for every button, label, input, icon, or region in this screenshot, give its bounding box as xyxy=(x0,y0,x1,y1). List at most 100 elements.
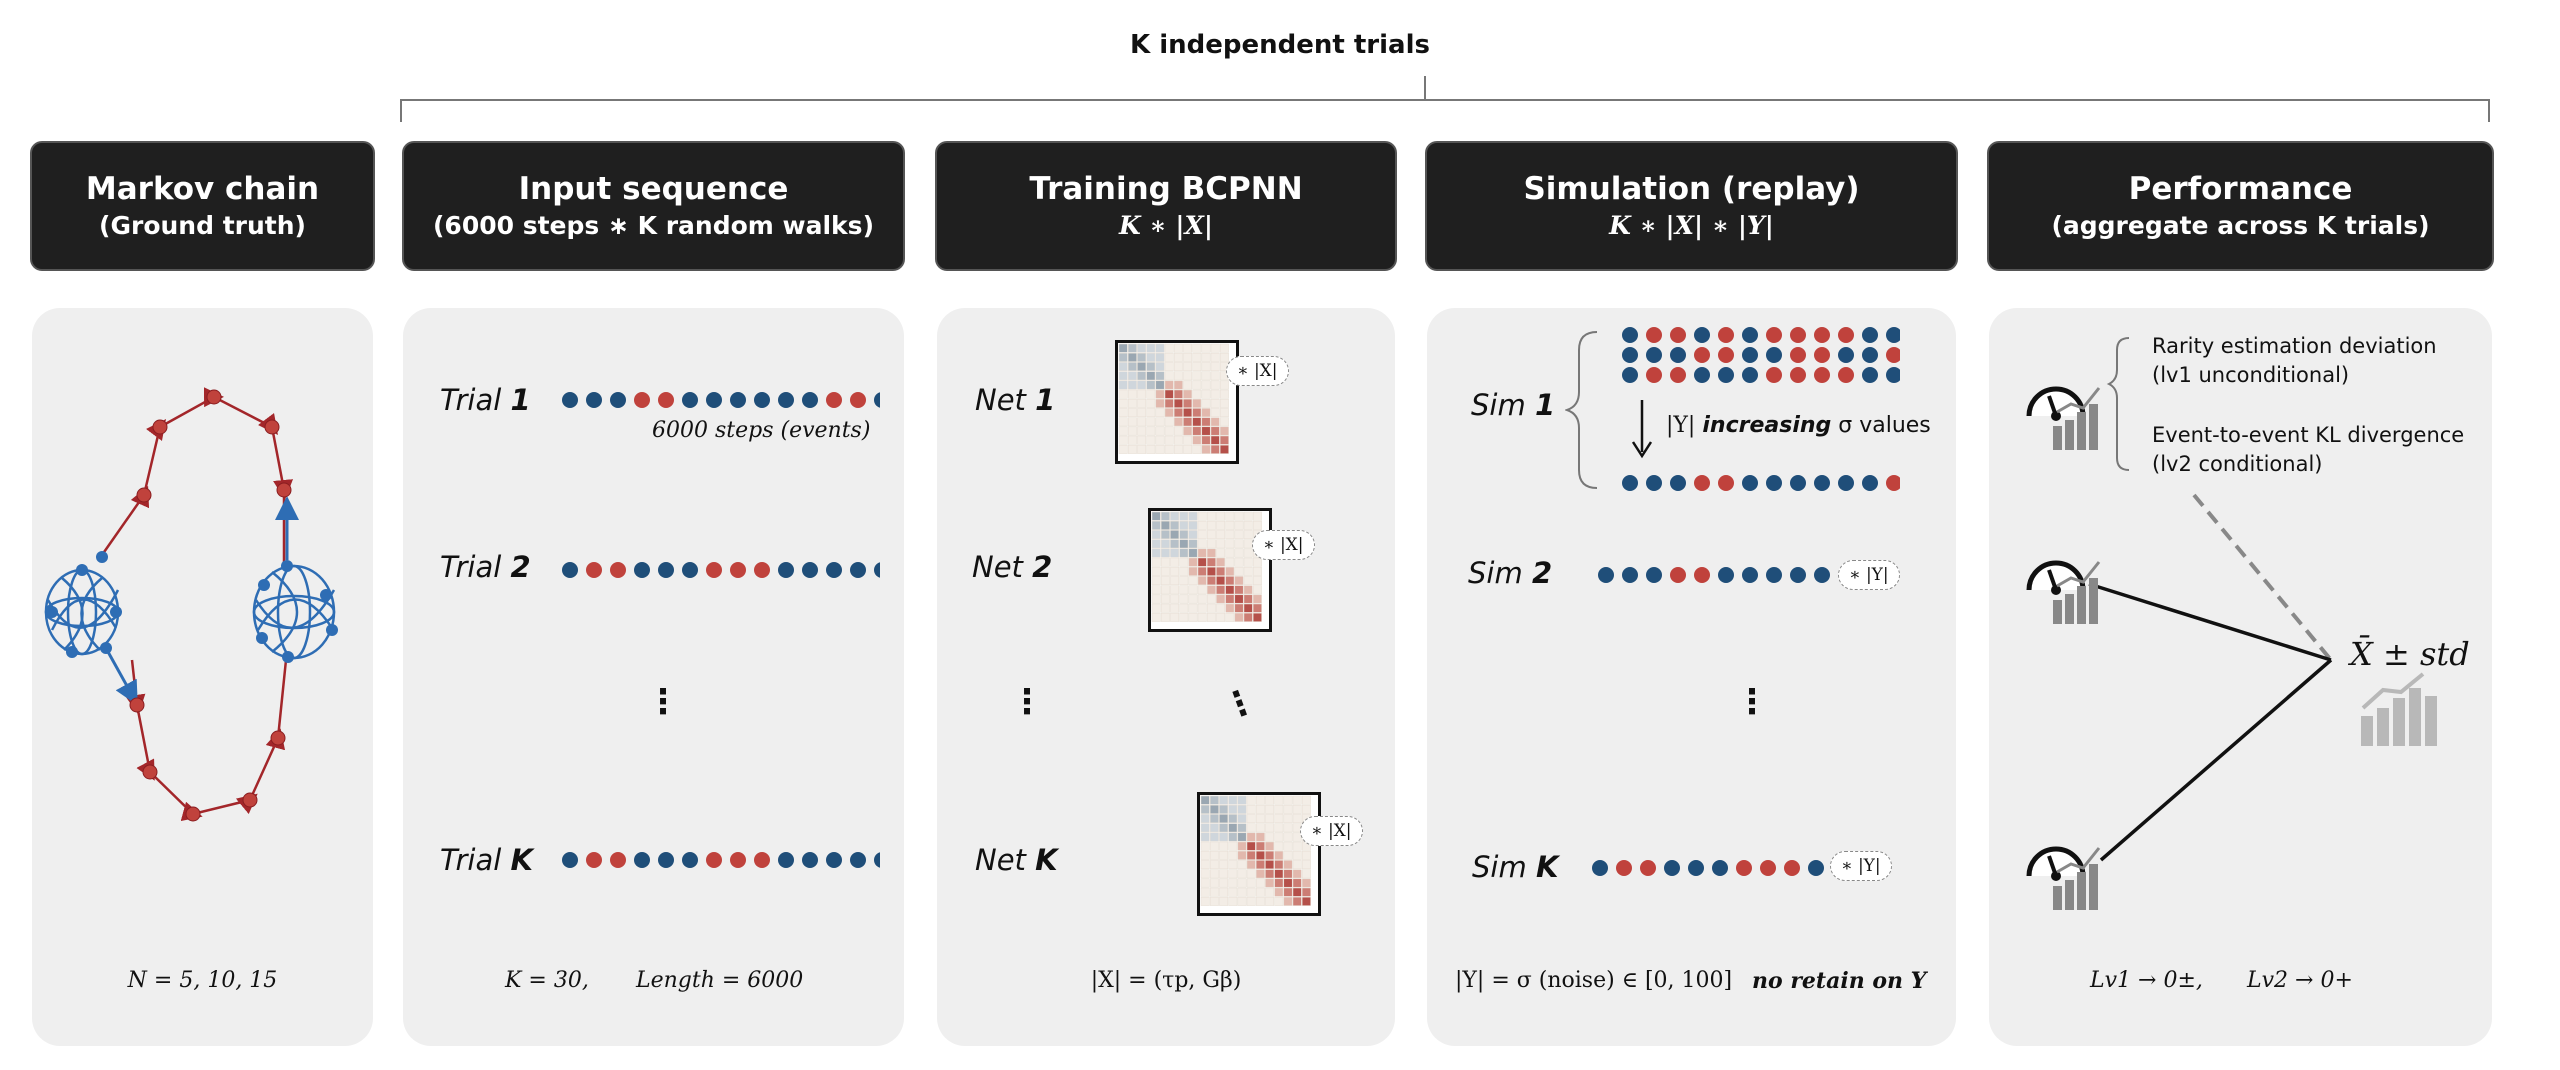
matrix-cell xyxy=(1200,850,1210,860)
increasing-sigma-note: |Y| increasing σ values xyxy=(1666,413,1931,438)
matrix-cell xyxy=(1146,426,1156,436)
matrix-cell xyxy=(1192,389,1202,399)
red-event-dot xyxy=(1760,860,1776,876)
matrix-cell xyxy=(1219,878,1229,888)
matrix-cell xyxy=(1127,371,1137,381)
matrix-cell xyxy=(1170,530,1180,540)
matrix-cell xyxy=(1127,435,1137,445)
blue-event-dot xyxy=(1862,475,1878,491)
header-input-sequence: Input sequence (6000 steps ∗ K random wa… xyxy=(402,141,905,271)
matrix-cell xyxy=(1234,585,1244,595)
matrix-cell xyxy=(1255,823,1265,833)
matrix-cell xyxy=(1151,530,1161,540)
matrix-cell xyxy=(1216,511,1226,521)
matrix-cell xyxy=(1216,530,1226,540)
matrix-cell xyxy=(1201,444,1211,454)
matrix-cell xyxy=(1265,804,1275,814)
matrix-cell xyxy=(1210,371,1220,381)
matrix-cell xyxy=(1173,389,1183,399)
matrix-cell xyxy=(1160,594,1170,604)
matrix-cell xyxy=(1146,408,1156,418)
red-event-dot xyxy=(1790,347,1806,363)
blue-event-dot xyxy=(1808,860,1824,876)
matrix-cell xyxy=(1237,832,1247,842)
matrix-cell xyxy=(1137,380,1147,390)
blue-event-dot xyxy=(1886,367,1900,383)
matrix-cell xyxy=(1252,557,1262,567)
matrix-cell xyxy=(1265,841,1275,851)
matrix-cell xyxy=(1301,896,1311,906)
matrix-cell xyxy=(1155,426,1165,436)
blue-event-dot xyxy=(658,562,674,578)
blue-event-dot xyxy=(1646,567,1662,583)
weight-matrix-2 xyxy=(1148,508,1272,632)
matrix-cell xyxy=(1243,557,1253,567)
matrix-cell xyxy=(1183,435,1193,445)
matrix-cell xyxy=(1274,832,1284,842)
input-footer-length: Length = 6000 xyxy=(636,968,804,993)
matrix-cell xyxy=(1209,823,1219,833)
matrix-cell xyxy=(1228,878,1238,888)
matrix-cell xyxy=(1146,380,1156,390)
red-event-dot xyxy=(1790,367,1806,383)
matrix-cell xyxy=(1173,343,1183,353)
matrix-cell xyxy=(1188,539,1198,549)
red-event-dot xyxy=(706,562,722,578)
matrix-cell xyxy=(1274,878,1284,888)
matrix-cell xyxy=(1164,426,1174,436)
matrix-cell xyxy=(1137,389,1147,399)
matrix-cell xyxy=(1201,408,1211,418)
matrix-cell xyxy=(1170,557,1180,567)
matrix-cell xyxy=(1234,511,1244,521)
matrix-cell xyxy=(1118,426,1128,436)
red-event-dot xyxy=(1814,367,1830,383)
red-event-dot xyxy=(850,392,866,408)
matrix-cell xyxy=(1173,417,1183,427)
matrix-cell xyxy=(1160,566,1170,576)
matrix-cell xyxy=(1246,860,1256,870)
red-event-dot xyxy=(1766,367,1782,383)
red-event-dot xyxy=(586,852,602,868)
red-event-dot xyxy=(1670,567,1686,583)
matrix-cell xyxy=(1255,887,1265,897)
matrix-cell xyxy=(1209,878,1219,888)
blue-event-dot xyxy=(850,852,866,868)
matrix-cell xyxy=(1170,585,1180,595)
matrix-cell xyxy=(1188,576,1198,586)
matrix-cell xyxy=(1155,435,1165,445)
matrix-cell xyxy=(1197,576,1207,586)
simulation-footer-range: |Y| = σ (noise) ∈ [0, 100] xyxy=(1455,968,1733,993)
matrix-cell xyxy=(1246,850,1256,860)
matrix-cell xyxy=(1246,841,1256,851)
red-event-dot xyxy=(826,392,842,408)
blue-event-dot xyxy=(730,392,746,408)
matrix-cell xyxy=(1243,566,1253,576)
red-event-dot xyxy=(1838,327,1854,343)
matrix-cell xyxy=(1301,795,1311,805)
matrix-cell xyxy=(1228,795,1238,805)
matrix-cell xyxy=(1209,841,1219,851)
red-event-dot xyxy=(586,562,602,578)
steps-note: 6000 steps (events) xyxy=(652,418,871,443)
blue-event-dot xyxy=(562,852,578,868)
matrix-cell xyxy=(1255,896,1265,906)
matrix-cell xyxy=(1274,814,1284,824)
matrix-cell xyxy=(1201,362,1211,372)
matrix-cell xyxy=(1228,814,1238,824)
metric-rarity-subtitle: (lv1 unconditional) xyxy=(2152,363,2350,387)
matrix-cell xyxy=(1252,566,1262,576)
matrix-cell xyxy=(1228,804,1238,814)
matrix-cell xyxy=(1192,371,1202,381)
matrix-cell xyxy=(1200,878,1210,888)
matrix-cell xyxy=(1179,566,1189,576)
matrix-cell xyxy=(1292,841,1302,851)
matrix-cell xyxy=(1197,594,1207,604)
header-subtitle: K ∗ |X| xyxy=(1119,211,1213,240)
matrix-cell xyxy=(1197,520,1207,530)
blue-event-dot xyxy=(1664,860,1680,876)
matrix-cell xyxy=(1283,841,1293,851)
blue-event-dot xyxy=(1718,367,1734,383)
matrix-cell xyxy=(1210,352,1220,362)
matrix-cell xyxy=(1179,530,1189,540)
sim-k-sequence xyxy=(1592,860,1824,876)
